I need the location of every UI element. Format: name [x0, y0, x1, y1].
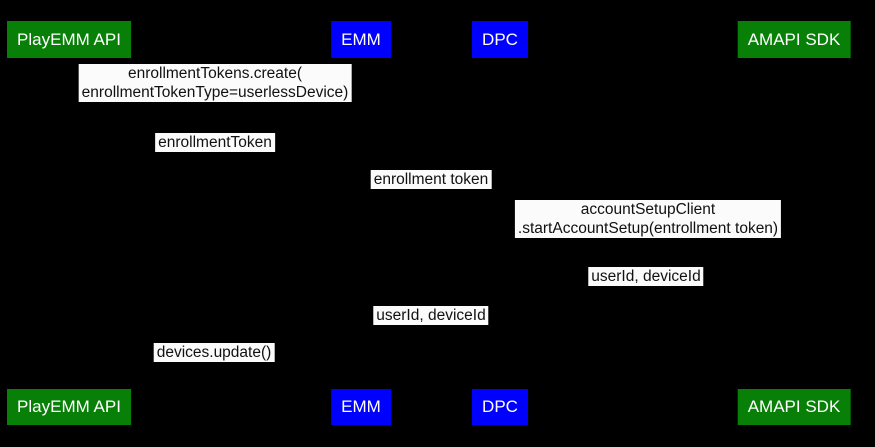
message-line: enrollment token	[373, 171, 489, 188]
message-devices-update: devices.update()	[153, 343, 275, 362]
message-line: userId, deviceId	[376, 307, 486, 324]
message-enrollmenttoken-return: enrollmentToken	[155, 133, 275, 152]
message-line: enrollmentTokenType=userlessDevice)	[81, 84, 349, 101]
message-userid-deviceid-to-dpc: userId, deviceId	[588, 267, 704, 286]
message-enrollmenttokens-create: enrollmentTokens.create( enrollmentToken…	[78, 64, 352, 102]
actor-bottom-emm: EMM	[331, 389, 391, 425]
actor-bottom-dpc: DPC	[472, 389, 528, 425]
message-line: devices.update()	[156, 344, 272, 361]
actor-top-emm: EMM	[331, 21, 391, 58]
lifeline-amapi-sdk	[794, 58, 795, 389]
actor-top-amapi-sdk: AMAPI SDK	[737, 21, 851, 58]
message-line: enrollmentTokens.create(	[127, 65, 303, 82]
message-userid-deviceid-to-emm: userId, deviceId	[373, 306, 489, 325]
message-line: .startAccountSetup(entrollment token)	[517, 220, 779, 237]
lifeline-emm	[361, 58, 362, 389]
lifeline-dpc	[500, 58, 501, 389]
message-line: userId, deviceId	[591, 268, 701, 285]
message-line: enrollmentToken	[158, 134, 272, 151]
message-enrollment-token: enrollment token	[370, 170, 492, 189]
actor-top-dpc: DPC	[472, 21, 528, 58]
actor-top-playemm-api: PlayEMM API	[7, 21, 131, 58]
lifeline-playemm-api	[69, 58, 70, 389]
actor-bottom-amapi-sdk: AMAPI SDK	[737, 389, 851, 425]
message-start-account-setup: accountSetupClient .startAccountSetup(en…	[514, 200, 782, 238]
actor-bottom-playemm-api: PlayEMM API	[7, 389, 131, 425]
message-line: accountSetupClient	[580, 201, 716, 218]
